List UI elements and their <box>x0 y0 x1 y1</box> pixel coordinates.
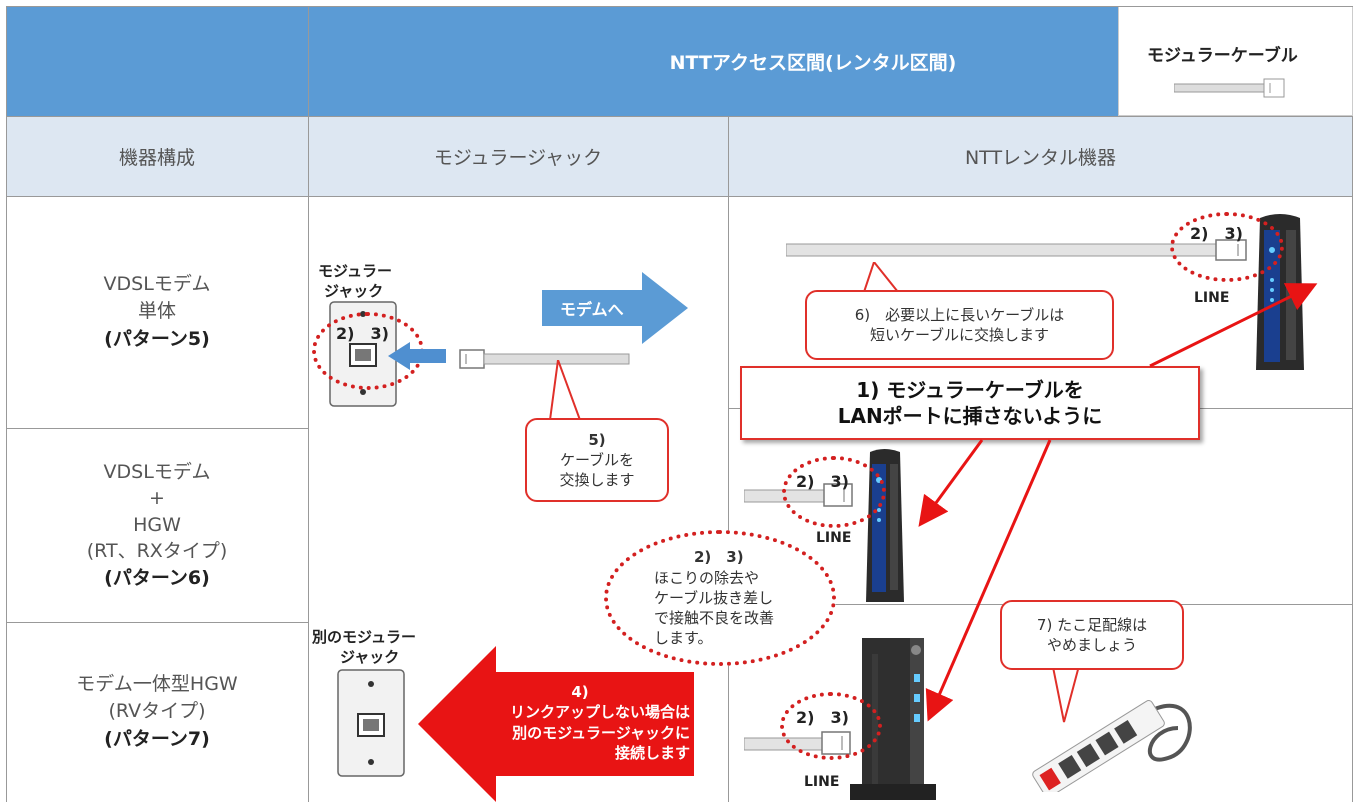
row6-line2: + <box>149 487 165 510</box>
power-strip-icon <box>1032 700 1192 792</box>
col-header-rental: NTTレンタル機器 <box>728 116 1353 196</box>
row6-line3: HGW <box>133 513 181 536</box>
to-modem-label: モデムへ <box>560 300 624 319</box>
note-replace-cable: 5) ケーブルを 交換します <box>525 418 669 502</box>
cable-legend-icon <box>1174 78 1285 98</box>
row5-pattern: (パターン5) <box>104 327 210 350</box>
modem1-highlight <box>1170 212 1284 282</box>
note4-num: 4) <box>571 683 589 701</box>
jack1-label: モジュラー ジャック <box>318 262 392 301</box>
row-pattern6-label: VDSLモデム + HGW (RT、RXタイプ) (パターン6) <box>6 428 308 622</box>
jack2-label-l1: 別のモジュラー <box>312 628 416 646</box>
note-lan-port: 1) モジュラーケーブルを LANポートに挿さないように <box>740 366 1200 440</box>
jack2-label-l2: ジャック <box>340 647 400 666</box>
note5-l2: 交換します <box>559 471 635 490</box>
col-header-rental-label: NTTレンタル機器 <box>964 146 1117 169</box>
note4-l1: リンクアップしない場合は <box>509 703 690 722</box>
note4-l3: 接続します <box>614 743 690 762</box>
cable-legend-label: モジュラーケーブル <box>1147 46 1298 66</box>
row6-pattern: (パターン6) <box>104 566 210 589</box>
hgw-line-label: LINE <box>804 774 840 790</box>
access-section-title: NTTアクセス区間(レンタル区間) <box>669 51 957 74</box>
grid-h-col <box>6 196 1353 197</box>
col-header-jack-label: モジュラージャック <box>433 146 603 169</box>
insert-arrow-icon <box>388 342 446 370</box>
row5-line2: 単体 <box>137 300 176 323</box>
note-octopus-wiring: 7) たこ足配線は やめましょう <box>1000 600 1184 670</box>
note23-l2: ケーブル抜き差し <box>654 588 774 607</box>
grid-v-col1 <box>308 6 309 802</box>
note1-l1: 1) モジュラーケーブルを <box>856 378 1084 402</box>
note23-l3: で接触不良を改善 <box>654 609 775 628</box>
grid-v-right <box>1352 116 1353 802</box>
bubble7-tail <box>1050 662 1082 723</box>
jack1-label-l1: モジュラー <box>318 262 392 280</box>
note5-l1: ケーブルを <box>559 450 635 469</box>
row7-line2: (RVタイプ) <box>108 700 206 723</box>
note7-l1: 7) たこ足配線は <box>1036 615 1148 634</box>
modem2-line-label: LINE <box>816 530 852 546</box>
note23-l4: します。 <box>654 629 713 648</box>
note-dust-removal: 2) 3) ほこりの除去や ケーブル抜き差し で接触不良を改善 します。 <box>604 530 836 666</box>
note23-title: 2) 3) <box>694 548 744 567</box>
row7-line1: モデム一体型HGW <box>76 672 238 695</box>
cable-plug-1 <box>459 349 630 369</box>
row-pattern7-label: モデム一体型HGW (RVタイプ) (パターン7) <box>6 622 308 802</box>
note5-num: 5) <box>588 430 606 449</box>
jack2-label: 別のモジュラー ジャック <box>312 628 416 667</box>
grid-h-header <box>6 116 1353 117</box>
row-pattern5-label: VDSLモデム 単体 (パターン5) <box>6 196 308 428</box>
note-short-cable: 6) 必要以上に長いケーブルは 短いケーブルに交換します <box>805 290 1114 360</box>
header-access-section: NTTアクセス区間(レンタル区間) <box>308 6 1118 116</box>
row5-line1: VDSLモデム <box>103 272 211 295</box>
col-header-config-label: 機器構成 <box>118 146 195 169</box>
row7-pattern: (パターン7) <box>104 727 210 750</box>
row6-line4: (RT、RXタイプ) <box>86 540 228 563</box>
grid-v-col2 <box>728 116 729 802</box>
grid-h-row1-left <box>6 428 308 429</box>
cable-legend: モジュラーケーブル <box>1118 6 1353 116</box>
note7-l2: やめましょう <box>1046 636 1137 654</box>
note6-l2: 短いケーブルに交換します <box>869 326 1050 344</box>
header-left-blank <box>6 6 308 116</box>
modem2-num: 2) 3) <box>796 472 849 491</box>
col-header-config: 機器構成 <box>6 116 308 196</box>
jack1-num: 2) 3) <box>336 324 389 343</box>
hgw-num: 2) 3) <box>796 708 849 727</box>
row6-line1: VDSLモデム <box>103 460 211 483</box>
note-other-jack: 4) リンクアップしない場合は 別のモジュラージャックに 接続します <box>470 682 690 763</box>
jack1-label-l2: ジャック <box>324 281 384 300</box>
modem1-num: 2) 3) <box>1190 224 1243 243</box>
note1-l2: LANポートに挿さないように <box>837 404 1103 428</box>
hgw-highlight <box>780 692 882 760</box>
modular-jack-2 <box>337 669 405 777</box>
modem2-highlight <box>782 456 886 528</box>
note6-l1: 6) 必要以上に長いケーブルは <box>854 305 1065 324</box>
col-header-jack: モジュラージャック <box>308 116 728 196</box>
note4-l2: 別のモジュラージャックに <box>512 723 690 742</box>
alt-jack-arrow-icon <box>418 646 694 802</box>
to-modem-arrow-icon <box>542 272 688 344</box>
grid-v-left <box>6 6 7 802</box>
grid-h-row2-left <box>6 622 308 623</box>
grid-h-top <box>6 6 1353 7</box>
note23-l1: ほこりの除去や <box>654 568 760 587</box>
modem1-line-label: LINE <box>1194 290 1230 306</box>
